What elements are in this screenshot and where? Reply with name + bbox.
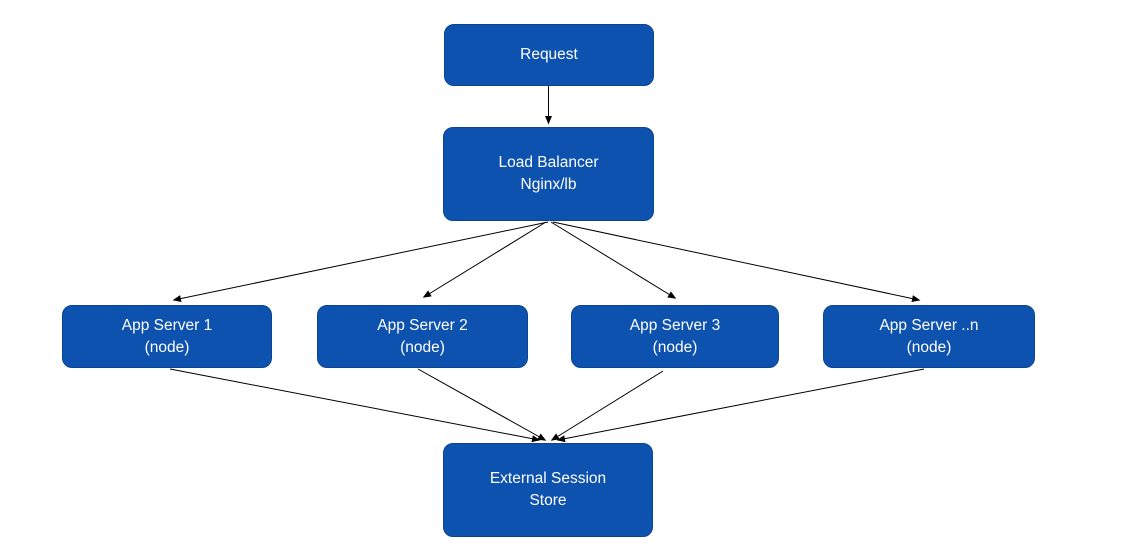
node-app-server-3-label-line2: (node) <box>652 338 698 356</box>
node-external-session-store-label-line1: External Session <box>489 470 607 487</box>
edge-app_server_3-session_store <box>550 370 664 441</box>
node-load-balancer: Load Balancer Nginx/lb <box>443 127 654 221</box>
node-app-server-2-label-line2: (node) <box>400 338 445 356</box>
node-external-session-store-label-line2: Store <box>529 492 567 509</box>
node-app-server-2: App Server 2 (node) <box>317 305 528 368</box>
edge-load_balancer-app_server_1 <box>172 221 549 302</box>
node-load-balancer-label-line1: Load Balancer <box>498 154 599 171</box>
edge-load_balancer-app_server_3 <box>550 221 677 299</box>
node-app-server-3: App Server 3 (node) <box>571 305 779 368</box>
edge-app_server_2-session_store <box>417 368 547 441</box>
node-request-label: Request <box>520 46 578 63</box>
node-app-server-3-label-line1: App Server 3 <box>629 316 721 334</box>
edge-app_server_n-session_store <box>556 368 925 443</box>
edge-app_server_1-session_store <box>169 368 541 443</box>
node-app-server-n: App Server ..n (node) <box>823 305 1035 368</box>
node-app-server-n-label-line2: (node) <box>906 338 952 356</box>
node-app-server-n-label-line1: App Server ..n <box>879 316 979 334</box>
node-request: Request <box>444 24 654 86</box>
node-external-session-store: External Session Store <box>443 443 653 537</box>
edge-load_balancer-app_server_n <box>552 221 921 302</box>
node-app-server-1: App Server 1 (node) <box>62 305 272 368</box>
node-app-server-1-label-line1: App Server 1 <box>121 316 213 334</box>
node-app-server-1-label-line2: (node) <box>144 338 190 356</box>
edge-load_balancer-app_server_2 <box>422 221 547 298</box>
node-load-balancer-label-line2: Nginx/lb <box>520 176 577 193</box>
node-app-server-2-label-line1: App Server 2 <box>377 316 468 334</box>
